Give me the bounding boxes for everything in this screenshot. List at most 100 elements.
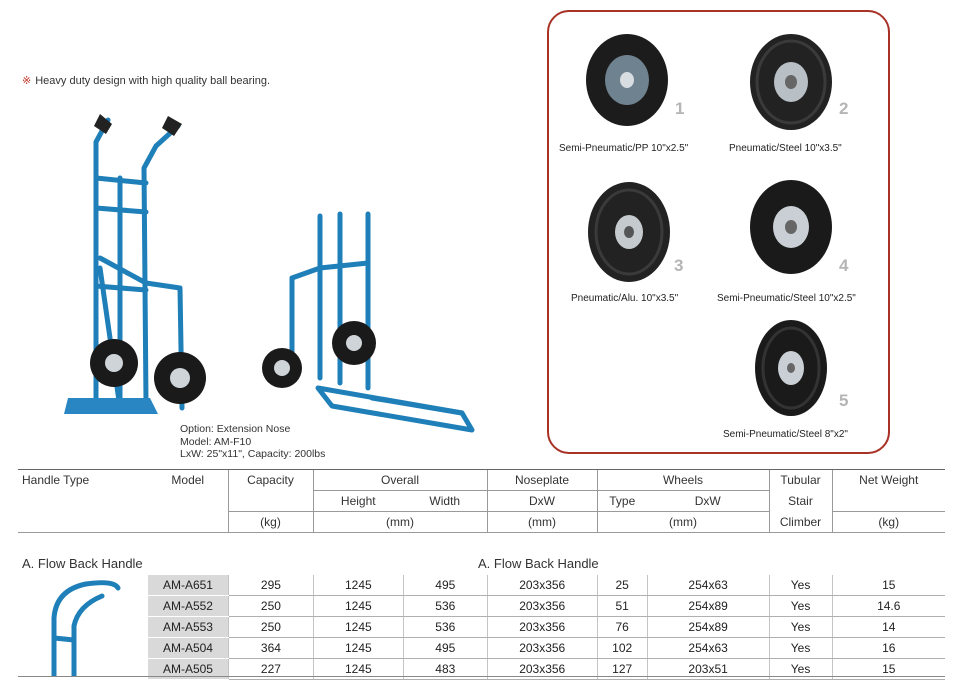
header-wheel-type: Type: [596, 490, 647, 512]
cell-weight: 16: [831, 637, 945, 659]
cell-noseplate: 203x356: [486, 658, 598, 680]
header-height: Height: [312, 490, 403, 512]
feature-text: Heavy duty design with high quality ball…: [35, 75, 271, 87]
header-width: Width: [403, 490, 487, 512]
cell-stair: Yes: [768, 658, 833, 680]
flow-back-handle-image: [51, 580, 121, 676]
header-net-weight: Net Weight: [831, 469, 945, 491]
cell-noseplate: 203x356: [486, 637, 598, 659]
wheel-5-label: Semi-Pneumatic/Steel 8"x2": [723, 429, 848, 440]
cell-model: AM-A553: [148, 616, 229, 638]
cell-type: 25: [596, 575, 648, 596]
spec-header-table: Handle Type Model Capacity Overall Nosep…: [18, 469, 945, 533]
cell-height: 1245: [312, 575, 404, 596]
wheel-2-label: Pneumatic/Steel 10"x3.5": [729, 143, 842, 154]
wheel-options-panel: 1 Semi-Pneumatic/PP 10"x2.5" 2 Pneumatic…: [547, 10, 890, 454]
cell-height: 1245: [312, 595, 404, 617]
wheel-1-image: [586, 34, 668, 126]
cell-stair: Yes: [768, 595, 833, 617]
cell-capacity: 250: [227, 616, 314, 638]
option-dimensions: LxW: 25"x11", Capacity: 200lbs: [180, 448, 326, 460]
cell-noseplate: 203x356: [486, 595, 598, 617]
section-title-center: A. Flow Back Handle: [478, 556, 599, 571]
cell-dxw: 254x89: [646, 616, 770, 638]
cell-type: 102: [596, 637, 648, 659]
cell-capacity: 227: [227, 658, 314, 680]
wheel-3-number: 3: [674, 256, 684, 275]
cell-dxw: 254x63: [646, 575, 770, 596]
wheel-5-number: 5: [839, 391, 849, 410]
header-climber: Climber: [768, 511, 832, 533]
header-tubular: Tubular: [768, 469, 832, 491]
header-overall-unit: (mm): [312, 511, 487, 533]
cell-model: AM-A505: [148, 658, 229, 680]
cell-noseplate: 203x356: [486, 575, 598, 596]
option-title: Option: Extension Nose: [180, 423, 291, 435]
asterisk-bullet: ※: [22, 75, 32, 87]
cell-height: 1245: [312, 658, 404, 680]
wheel-2-image: [750, 34, 832, 130]
cell-model: AM-A552: [148, 595, 229, 617]
header-noseplate: Noseplate: [486, 469, 597, 491]
wheel-4-number: 4: [839, 256, 849, 275]
wheel-2-number: 2: [839, 99, 849, 118]
cell-model: AM-A504: [148, 637, 229, 659]
cell-stair: Yes: [768, 616, 833, 638]
cell-dxw: 254x89: [646, 595, 770, 617]
cell-weight: 14: [831, 616, 945, 638]
cell-type: 51: [596, 595, 648, 617]
cell-width: 483: [402, 658, 488, 680]
cell-model: AM-A651: [148, 575, 229, 596]
cell-height: 1245: [312, 616, 404, 638]
cell-capacity: 364: [227, 637, 314, 659]
table-bottom-rule: [18, 676, 945, 677]
header-wheel-dxw: DxW: [647, 490, 769, 512]
header-overall: Overall: [312, 469, 487, 491]
cell-capacity: 295: [227, 575, 314, 596]
header-model: Model: [148, 469, 228, 491]
feature-line: ※Heavy duty design with high quality bal…: [22, 74, 270, 87]
wheel-3-label: Pneumatic/Alu. 10"x3.5": [571, 293, 679, 304]
option-model: Model: AM-F10: [180, 435, 252, 448]
cell-type: 127: [596, 658, 648, 680]
cell-capacity: 250: [227, 595, 314, 617]
cell-width: 536: [402, 595, 488, 617]
wheel-3-image: [588, 182, 670, 282]
cell-stair: Yes: [768, 637, 833, 659]
cell-dxw: 203x51: [646, 658, 770, 680]
header-noseplate-unit: (mm): [486, 511, 597, 533]
wheel-4-label: Semi-Pneumatic/Steel 10"x2.5": [717, 293, 856, 304]
wheel-1-number: 1: [675, 99, 685, 118]
header-handle-type: Handle Type: [18, 469, 148, 491]
cell-height: 1245: [312, 637, 404, 659]
cell-noseplate: 203x356: [486, 616, 598, 638]
wheel-1-label: Semi-Pneumatic/PP 10"x2.5": [559, 143, 689, 154]
header-capacity: Capacity: [227, 469, 313, 491]
extension-nose-image: [262, 211, 475, 433]
section-title-left: A. Flow Back Handle: [22, 556, 143, 571]
cell-weight: 15: [831, 575, 945, 596]
cell-type: 76: [596, 616, 648, 638]
wheel-4-image: [750, 180, 832, 274]
option-caption: Option: Extension Nose Model: AM-F10 LxW…: [180, 423, 325, 461]
cell-stair: Yes: [768, 575, 833, 596]
cell-weight: 15: [831, 658, 945, 680]
cell-width: 536: [402, 616, 488, 638]
cell-dxw: 254x63: [646, 637, 770, 659]
header-wheels: Wheels: [596, 469, 769, 491]
hand-truck-image: [64, 114, 206, 414]
header-weight-unit: (kg): [831, 511, 945, 533]
header-wheels-unit: (mm): [596, 511, 769, 533]
cell-width: 495: [402, 575, 488, 596]
cell-weight: 14.6: [831, 595, 945, 617]
header-stair: Stair: [768, 490, 832, 512]
header-capacity-unit: (kg): [227, 511, 313, 533]
cell-width: 495: [402, 637, 488, 659]
header-noseplate-dxw: DxW: [486, 490, 597, 512]
